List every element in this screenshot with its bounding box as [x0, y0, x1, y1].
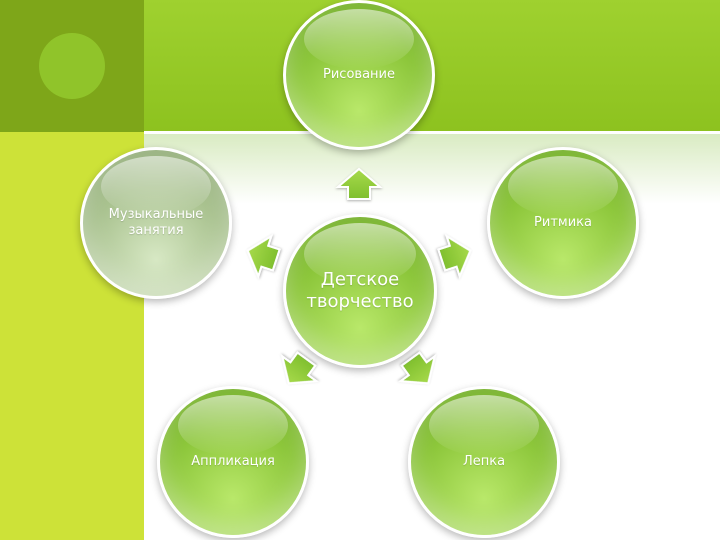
center-label-line1: Детское — [320, 269, 400, 290]
center-node-label: Детское творчество — [306, 269, 413, 313]
node-applikaciya: Аппликация — [157, 386, 309, 538]
center-node: Детское творчество — [283, 214, 437, 368]
node-muzykalnye-label-line1: Музыкальные — [108, 207, 204, 222]
node-muzykalnye: Музыкальные занятия — [80, 147, 232, 299]
node-ritmika: Ритмика — [487, 147, 639, 299]
arrow-to-risovanie — [335, 167, 383, 200]
node-lepka-label: Лепка — [462, 454, 506, 469]
decorative-circle — [39, 33, 105, 99]
node-muzykalnye-label: Музыкальные занятия — [109, 207, 204, 239]
node-risovanie: Рисование — [283, 0, 435, 150]
arrow-to-lepka — [397, 351, 437, 385]
node-ritmika-label: Ритмика — [534, 215, 592, 230]
node-risovanie-label: Рисование — [323, 67, 395, 82]
node-applikaciya-label: Аппликация — [191, 454, 275, 469]
arrow-to-ritmika — [437, 234, 472, 280]
arrow-to-applikaciya — [280, 351, 320, 385]
background-divider-line — [144, 131, 720, 134]
node-lepka: Лепка — [408, 386, 560, 538]
node-muzykalnye-label-line2: занятия — [128, 223, 184, 238]
center-label-line2: творчество — [306, 291, 414, 312]
arrow-to-muzykalnye — [246, 234, 281, 280]
